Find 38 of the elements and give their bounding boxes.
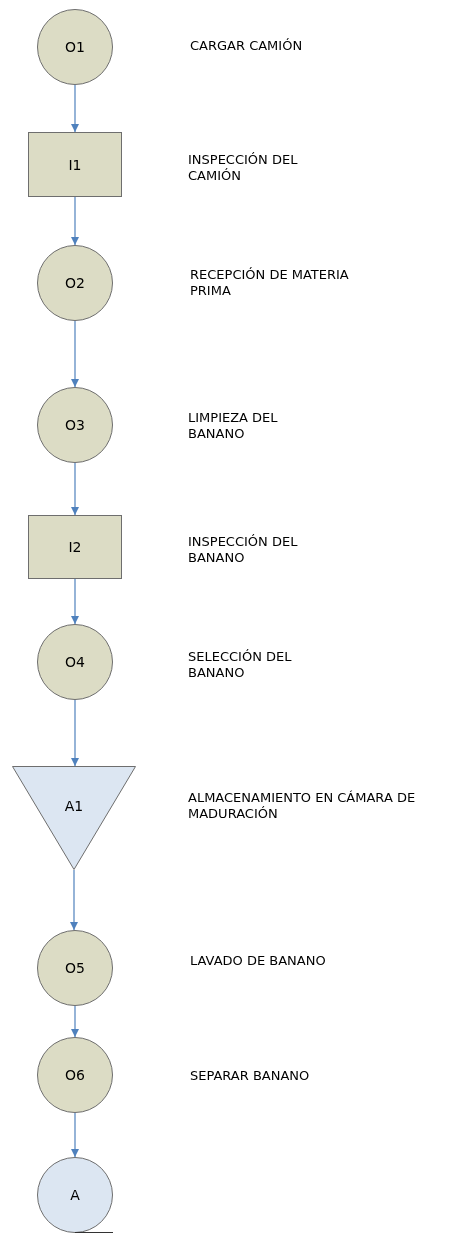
- step-code: O4: [65, 654, 85, 670]
- step-description: CARGAR CAMIÓN: [190, 38, 304, 54]
- step-code: I2: [68, 539, 82, 555]
- arrow: [71, 578, 79, 625]
- step-code: O3: [65, 417, 85, 433]
- step-description: ALMACENAMIENTO EN CÁMARA DE MADURACIÓN: [188, 790, 417, 822]
- operation-circle: [37, 387, 113, 463]
- arrow: [71, 699, 79, 767]
- operation-circle: [37, 930, 113, 1006]
- step-description: LAVADO DE BANANO: [190, 953, 327, 969]
- step-description: LIMPIEZA DEL BANANO: [188, 410, 279, 442]
- step-code: A1: [64, 797, 84, 814]
- storage-triangle: [12, 766, 136, 870]
- operation-circle: [37, 1157, 113, 1233]
- step-description: RECEPCIÓN DE MATERIA PRIMA: [190, 267, 350, 299]
- arrow: [71, 462, 79, 516]
- step-code: I1: [68, 156, 82, 173]
- operation-circle: [37, 245, 113, 321]
- step-code: O6: [65, 1067, 85, 1083]
- inspection-box: [28, 515, 122, 579]
- arrow: [70, 869, 78, 931]
- step-description: INSPECCIÓN DEL BANANO: [188, 534, 299, 566]
- step-description: SELECCIÓN DEL BANANO: [188, 649, 293, 681]
- arrow: [71, 320, 79, 388]
- arrow: [71, 1112, 79, 1158]
- arrow: [71, 84, 79, 133]
- step-code: O2: [65, 275, 85, 291]
- step-description: INSPECCIÓN DEL CAMIÓN: [188, 152, 299, 184]
- arrow: [71, 196, 79, 246]
- step-description: SEPARAR BANANO: [190, 1068, 311, 1084]
- inspection-box: [28, 132, 122, 197]
- step-code: A: [70, 1187, 80, 1203]
- operation-circle: [37, 1037, 113, 1113]
- operation-circle: [37, 9, 113, 85]
- operation-circle: [37, 624, 113, 700]
- arrow: [71, 1005, 79, 1038]
- step-code: O1: [65, 39, 85, 55]
- step-code: O5: [65, 960, 85, 976]
